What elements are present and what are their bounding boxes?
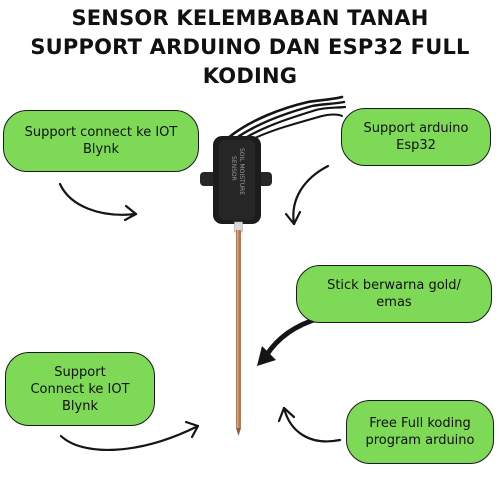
curved-arrow-icon <box>59 420 200 452</box>
probe-stick <box>234 221 243 436</box>
page-title: SENSOR KELEMBABAN TANAH SUPPORT ARDUINO … <box>0 4 500 91</box>
callout-iot-blynk-bottom: Support Connect ke IOT Blynk <box>5 352 155 426</box>
callout-iot-blynk-top: Support connect ke IOT Blynk <box>3 110 199 172</box>
callout-text: Blynk <box>62 398 98 414</box>
sensor-cables <box>226 95 347 147</box>
callout-text: Connect ke IOT <box>30 381 130 397</box>
curved-arrow-icon <box>277 406 342 443</box>
sensor-module: SENSOR SOIL MOISTURE <box>200 136 272 224</box>
callout-text: Support connect ke IOT <box>24 125 178 140</box>
callout-text: Support <box>54 364 106 380</box>
callout-text: Free Full koding <box>369 416 471 431</box>
sensor-label-line-1: SENSOR <box>230 156 237 181</box>
thick-arrow-icon <box>257 315 323 366</box>
callout-free-coding: Free Full koding program arduino <box>346 400 494 464</box>
title-line-2: SUPPORT ARDUINO DAN ESP32 FULL <box>30 35 470 59</box>
title-line-1: SENSOR KELEMBABAN TANAH <box>71 6 429 30</box>
curved-arrow-icon <box>58 182 138 222</box>
callout-text: emas <box>376 295 412 310</box>
sensor-label-line-2: SOIL MOISTURE <box>238 148 245 195</box>
curved-arrow-icon <box>284 164 330 226</box>
callout-arduino-esp32: Support arduino Esp32 <box>341 108 491 166</box>
callout-text: Support arduino <box>363 121 469 136</box>
callout-gold-stick: Stick berwarna gold/ emas <box>296 265 492 323</box>
callout-text: Blynk <box>83 142 119 157</box>
title-line-3: KODING <box>202 64 298 88</box>
callout-text: Esp32 <box>396 138 436 153</box>
callout-text: Stick berwarna gold/ <box>327 278 461 293</box>
callout-text: program arduino <box>365 433 475 448</box>
